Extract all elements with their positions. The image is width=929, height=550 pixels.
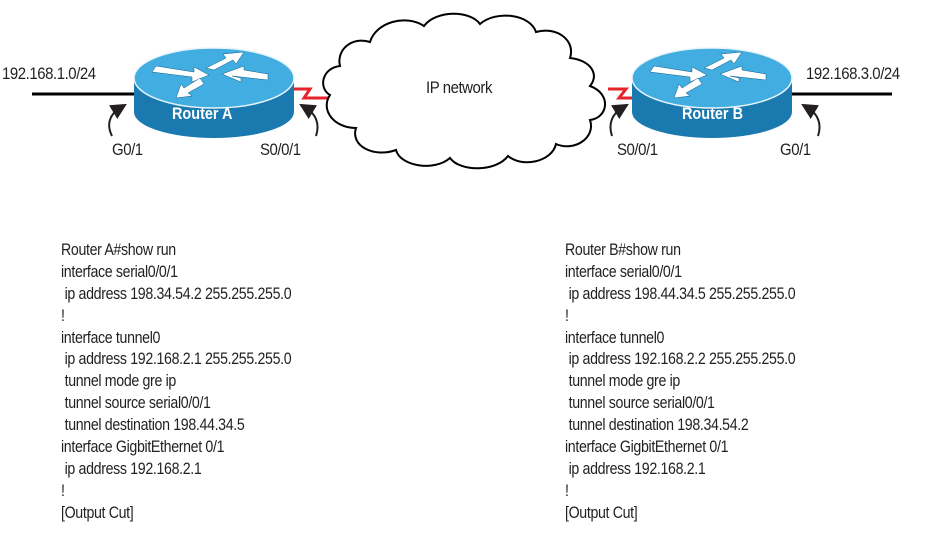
config-line: ip address 198.34.54.2 255.255.255.0 xyxy=(61,284,292,303)
config-line: ! xyxy=(61,306,65,325)
cloud-label: IP network xyxy=(426,78,493,97)
config-line: ip address 192.168.2.1 255.255.255.0 xyxy=(61,350,292,369)
pointer-arrow-b-s001 xyxy=(609,103,629,137)
config-line: [Output Cut] xyxy=(565,503,638,522)
config-line: ip address 192.168.2.2 255.255.255.0 xyxy=(565,350,796,369)
config-line: ip address 192.168.2.1 xyxy=(61,459,202,478)
router-b-name: Router B xyxy=(682,104,744,123)
config-line: tunnel destination 198.44.34.5 xyxy=(61,416,245,435)
config-line: interface tunnel0 xyxy=(565,328,665,347)
router-a-name: Router A xyxy=(172,104,233,123)
config-line: tunnel source serial0/0/1 xyxy=(565,394,715,413)
config-line: tunnel destination 198.34.54.2 xyxy=(565,416,749,435)
router-b-wan-interface-label: S0/0/1 xyxy=(617,140,658,159)
config-line: Router A#show run xyxy=(61,241,176,259)
router-a-lan-interface-label: G0/1 xyxy=(112,140,143,159)
config-line: ! xyxy=(61,481,65,500)
router-b-config-listing: Router B#show run interface serial0/0/1 i… xyxy=(565,240,796,525)
config-line: interface serial0/0/1 xyxy=(565,262,682,281)
config-line: Router B#show run xyxy=(565,241,681,259)
router-b-lan-interface-label: G0/1 xyxy=(780,140,811,159)
pointer-arrow-b-g01 xyxy=(801,103,821,137)
config-line: interface serial0/0/1 xyxy=(61,262,178,281)
pointer-arrow-a-g01 xyxy=(108,103,127,137)
config-line: ip address 192.168.2.1 xyxy=(565,459,706,478)
config-line: [Output Cut] xyxy=(61,503,134,522)
router-b-serial-link xyxy=(608,87,638,100)
router-b-lan-network-label: 192.168.3.0/24 xyxy=(806,64,900,83)
router-a-serial-link xyxy=(292,87,330,100)
config-line: tunnel source serial0/0/1 xyxy=(61,394,211,413)
config-line: interface GigbitEthernet 0/1 xyxy=(61,438,225,457)
router-a-lan-network-label: 192.168.1.0/24 xyxy=(2,64,96,83)
config-line: interface GigbitEthernet 0/1 xyxy=(565,438,729,457)
router-a-wan-interface-label: S0/0/1 xyxy=(260,140,301,159)
router-b-icon xyxy=(631,47,793,138)
router-a-config-listing: Router A#show run interface serial0/0/1 i… xyxy=(61,240,292,525)
pointer-arrow-a-s001 xyxy=(299,103,319,137)
config-line: ip address 198.44.34.5 255.255.255.0 xyxy=(565,284,796,303)
config-line: tunnel mode gre ip xyxy=(61,372,177,391)
config-line: ! xyxy=(565,306,569,325)
ip-network-cloud xyxy=(322,12,606,170)
config-line: ! xyxy=(565,481,569,500)
config-line: interface tunnel0 xyxy=(61,328,161,347)
config-line: tunnel mode gre ip xyxy=(565,372,681,391)
router-a-icon xyxy=(133,47,295,138)
